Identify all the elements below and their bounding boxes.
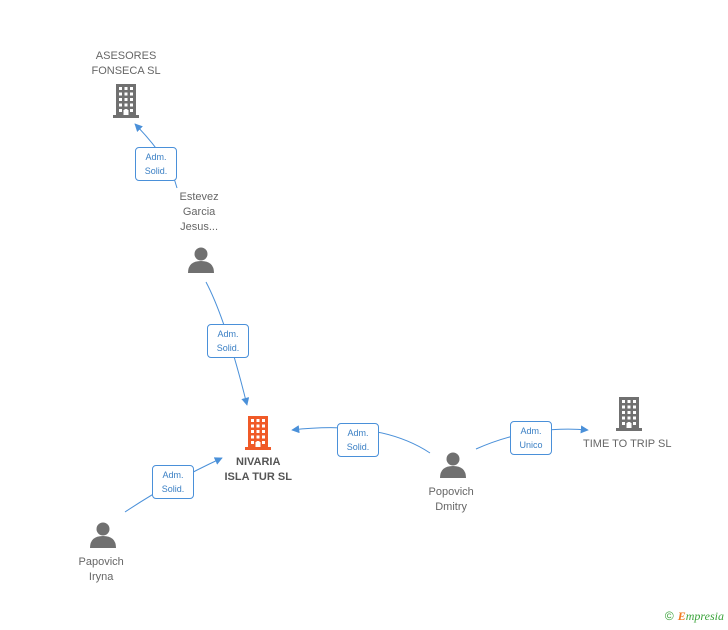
person-icon-estevez[interactable] xyxy=(188,247,214,274)
node-label-line: ASESORES xyxy=(95,50,157,62)
edge-label-line: Adm. xyxy=(520,426,542,436)
node-label-asesores[interactable]: ASESORES FONSECA SL xyxy=(92,49,161,79)
copyright-symbol: © xyxy=(664,609,674,623)
edge-label-line: Solid. xyxy=(216,343,240,353)
person-icon-dmitry[interactable] xyxy=(440,452,466,479)
edge-label-estevez-to-asesores[interactable]: Adm. Solid. xyxy=(135,147,177,181)
edge-label-line: Adm. xyxy=(145,152,167,162)
brand-initial: E xyxy=(677,609,686,623)
empresia-logo[interactable]: ©Empresia xyxy=(665,609,724,624)
edge-label-line: Solid. xyxy=(161,484,185,494)
node-label-line: Jesus... xyxy=(180,221,219,233)
node-label-timetotrip[interactable]: TIME TO TRIP SL xyxy=(583,437,671,452)
node-label-line: Estevez xyxy=(179,191,219,203)
node-label-nivaria[interactable]: NIVARIA ISLA TUR SL xyxy=(225,455,292,485)
node-label-line: Iryna xyxy=(88,571,114,583)
node-label-line: Papovich xyxy=(78,556,124,568)
edge-label-line: Unico xyxy=(519,440,543,450)
node-label-line: TIME TO TRIP SL xyxy=(583,438,672,450)
edge-label-line: Adm. xyxy=(347,428,369,438)
edge-label-iryna-to-nivaria[interactable]: Adm. Solid. xyxy=(152,465,194,499)
person-icon-iryna[interactable] xyxy=(90,522,116,549)
building-icon-nivaria[interactable] xyxy=(245,416,271,450)
node-label-line: FONSECA SL xyxy=(91,65,161,77)
edge-label-dmitry-to-nivaria[interactable]: Adm. Solid. xyxy=(337,423,379,457)
node-label-line: Garcia xyxy=(182,206,216,218)
edge-label-line: Solid. xyxy=(346,442,370,452)
building-icon-asesores[interactable] xyxy=(113,84,139,118)
edge-label-dmitry-to-timetotrip[interactable]: Adm. Unico xyxy=(510,421,552,455)
edge-label-line: Solid. xyxy=(144,166,168,176)
brand-name: mpresia xyxy=(685,609,724,623)
node-label-line: Popovich xyxy=(428,486,474,498)
node-label-line: ISLA TUR SL xyxy=(224,471,292,483)
node-label-line: NIVARIA xyxy=(236,456,281,468)
node-label-line: Dmitry xyxy=(435,501,468,513)
building-icon-timetotrip[interactable] xyxy=(616,397,642,431)
edge-label-line: Adm. xyxy=(162,470,184,480)
edge-label-estevez-to-nivaria[interactable]: Adm. Solid. xyxy=(207,324,249,358)
edge-label-line: Adm. xyxy=(217,329,239,339)
